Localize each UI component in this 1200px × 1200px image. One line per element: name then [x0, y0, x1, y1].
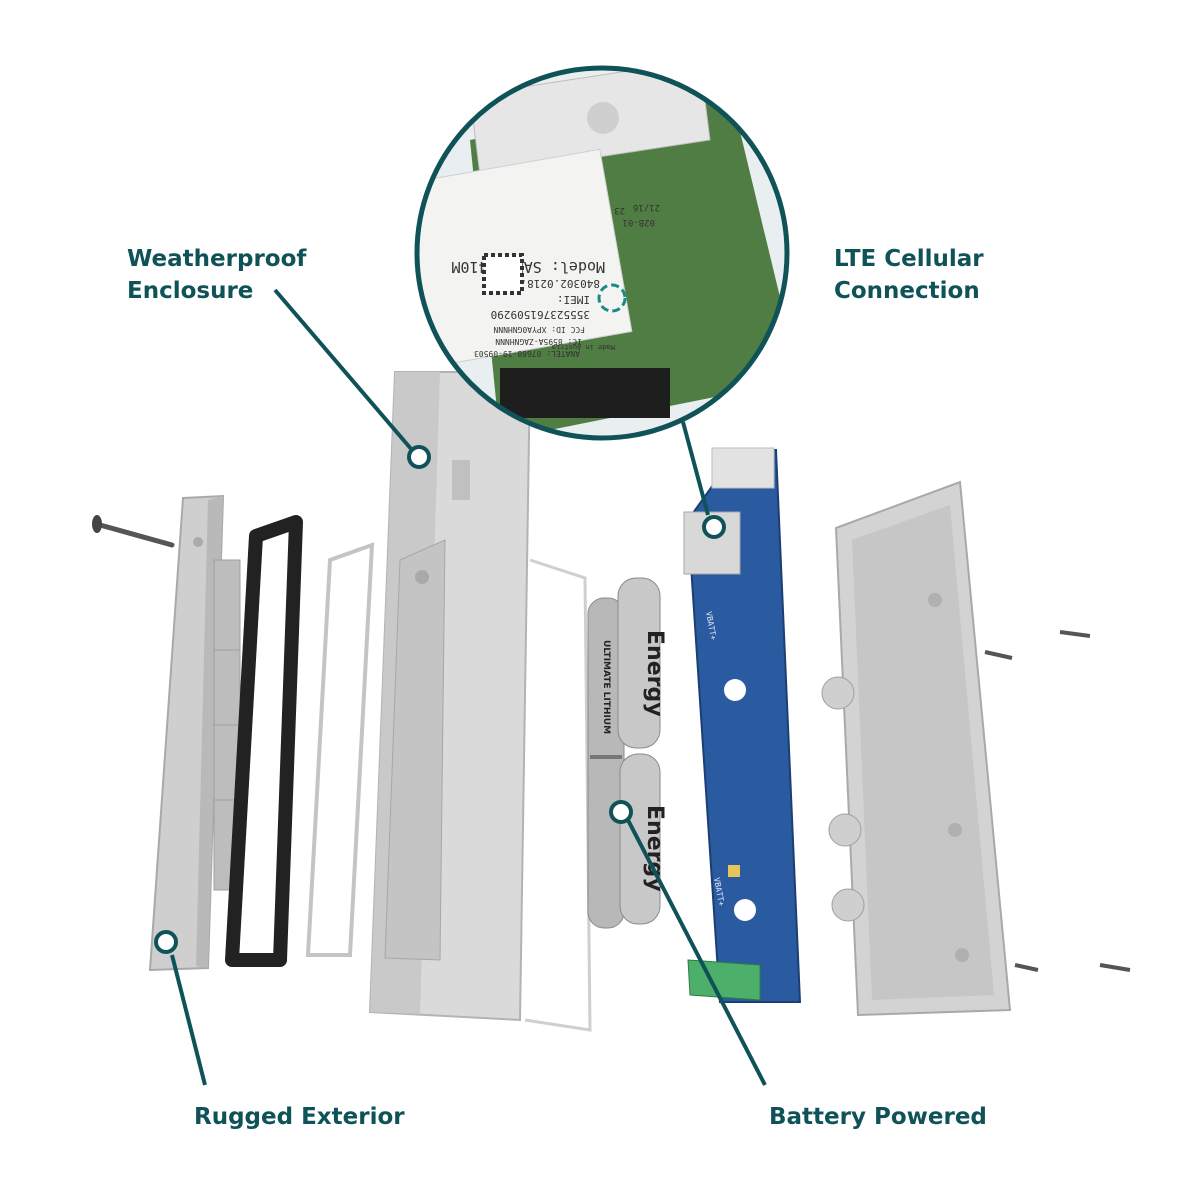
battery-pack: Energy Energy ULTIMATE LITHIUM [587, 577, 667, 929]
module-anatel: ANATEL: 07688-19-09503 [474, 349, 580, 358]
module-logo [597, 283, 627, 313]
clear-gasket [305, 542, 375, 957]
label-lte-cellular-connection: LTE Cellular Connection [834, 246, 984, 304]
inner-frame [524, 558, 592, 1032]
module-fcc: FCC ID: XPYA0GNHNNN [493, 325, 585, 334]
label-battery-powered: Battery Powered [769, 1104, 987, 1130]
label-weatherproof-enclosure: Weatherproof Enclosure [127, 246, 307, 304]
module-imei-label: IMEI: [557, 293, 590, 306]
marker-rugged [154, 930, 178, 954]
module-imei: 355523761509290 [491, 308, 590, 321]
module-date: 21/16 [633, 202, 660, 212]
module-rev: 02B-01 [622, 217, 655, 227]
module-made: Made in Austria [552, 343, 615, 351]
module-part: 840302.0218.000 [501, 277, 600, 290]
module-ic: IC: 8595A-ZAGNHNNN [495, 337, 582, 346]
marker-weatherproof [407, 445, 431, 469]
marker-lte [702, 515, 726, 539]
callout-markers [154, 445, 726, 954]
leader-lte [681, 421, 710, 516]
black-gasket [225, 515, 303, 967]
circuit-board: VBATT+ VBATT+ [683, 447, 802, 1003]
qr-code [482, 253, 524, 295]
back-cover [821, 480, 1012, 1017]
battery-line-left: ULTIMATE LITHIUM [601, 640, 611, 734]
enclosure-shell [368, 371, 532, 1022]
zoom-circle-border [414, 65, 790, 441]
callout-leaders [170, 288, 767, 1086]
module-model: Model: SARA-R410M [451, 258, 605, 276]
leader-battery [626, 819, 767, 1086]
leader-weatherproof [273, 288, 414, 452]
label-rugged-exterior: Rugged Exterior [194, 1104, 405, 1130]
battery-brand-bottom: Energy [642, 805, 667, 892]
marker-battery [609, 800, 633, 824]
leader-rugged [170, 954, 207, 1086]
battery-brand-top: Energy [642, 630, 667, 717]
lte-module-zoom: Model: SARA-R410M 840302.0218.000 IMEI: … [417, 68, 787, 438]
front-cover [148, 494, 241, 972]
module-lot: 23 [614, 205, 625, 215]
screw-left [92, 515, 175, 548]
screws-right [984, 630, 1131, 972]
